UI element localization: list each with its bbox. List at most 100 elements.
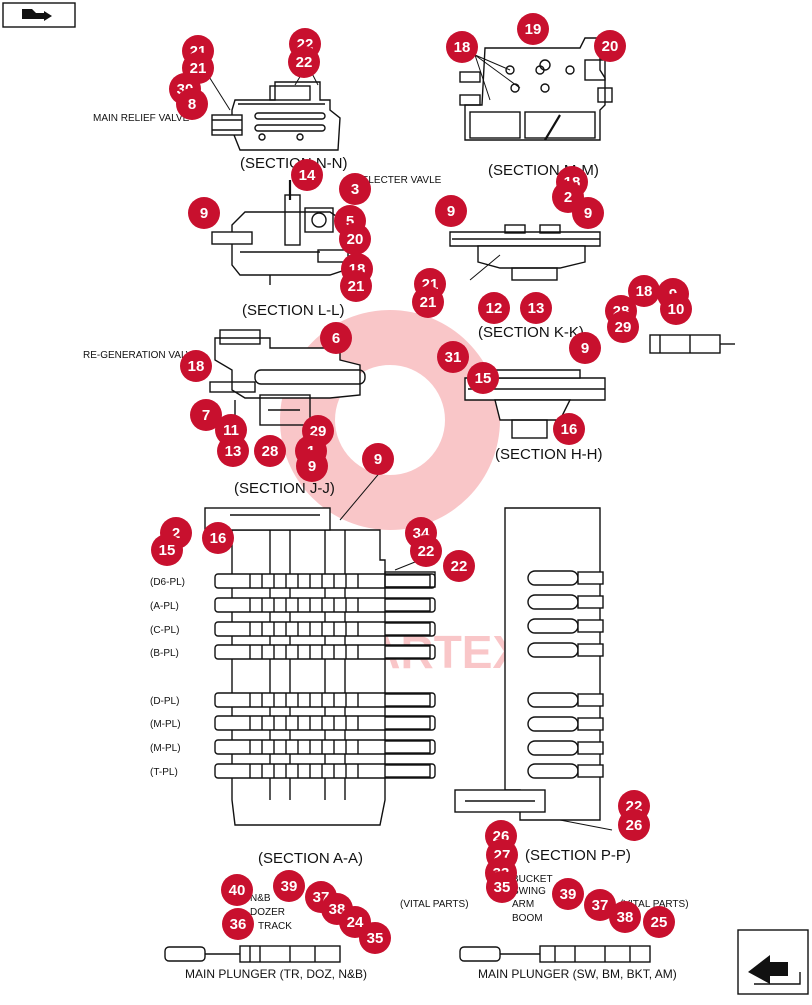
callout-badge[interactable]: 21 <box>412 286 444 318</box>
callout-badge[interactable]: 31 <box>437 341 469 373</box>
callout-badge[interactable]: 10 <box>660 293 692 325</box>
callout-number: 21 <box>348 278 365 295</box>
callout-number: 31 <box>445 349 462 366</box>
pp-port <box>527 618 604 634</box>
callout-badge[interactable]: 37 <box>584 889 616 921</box>
port-label: (M-PL) <box>150 743 181 754</box>
callout-badge[interactable]: 9 <box>188 197 220 229</box>
callouts: 2122213082219182014352018219182992121121… <box>151 13 692 954</box>
port-label: (D-PL) <box>150 696 179 707</box>
pp-port <box>527 716 604 732</box>
callout-number: 16 <box>561 421 578 438</box>
callout-badge[interactable]: 18 <box>446 31 478 63</box>
callout-badge[interactable]: 21 <box>340 270 372 302</box>
callout-badge[interactable]: 35 <box>486 871 518 903</box>
section-aa-drawing <box>204 469 436 826</box>
callout-number: 13 <box>225 443 242 460</box>
pp-port <box>527 692 604 708</box>
callout-number: 9 <box>374 451 382 468</box>
label-dozer: DOZER <box>250 907 285 918</box>
callout-badge[interactable]: 16 <box>553 413 585 445</box>
callout-badge[interactable]: 22 <box>410 535 442 567</box>
port-label: (D6-PL) <box>150 577 185 588</box>
callout-number: 26 <box>626 817 643 834</box>
callout-badge[interactable]: 22 <box>288 46 320 78</box>
callout-badge[interactable]: 29 <box>607 311 639 343</box>
callout-badge[interactable]: 15 <box>151 534 183 566</box>
callout-badge[interactable]: 38 <box>609 901 641 933</box>
callout-badge[interactable]: 28 <box>254 435 286 467</box>
callout-number: 21 <box>420 294 437 311</box>
label-vital-left: (VITAL PARTS) <box>400 899 469 910</box>
callout-number: 19 <box>525 21 542 38</box>
callout-badge[interactable]: 18 <box>180 350 212 382</box>
port-labels: (D6-PL)(A-PL)(C-PL)(B-PL)(D-PL)(M-PL)(M-… <box>150 577 185 778</box>
callout-badge[interactable]: 14 <box>291 159 323 191</box>
callout-badge[interactable]: 20 <box>594 30 626 62</box>
callout-number: 36 <box>230 916 247 933</box>
callout-badge[interactable]: 40 <box>221 874 253 906</box>
callout-badge[interactable]: 22 <box>443 550 475 582</box>
callout-number: 9 <box>200 205 208 222</box>
callout-badge[interactable]: 25 <box>643 906 675 938</box>
callout-badge[interactable]: 35 <box>359 922 391 954</box>
plunger-right-drawing <box>459 945 651 963</box>
callout-number: 13 <box>528 300 545 317</box>
callout-number: 8 <box>188 96 196 113</box>
port-label: (B-PL) <box>150 648 179 659</box>
spool-row <box>214 573 436 589</box>
callout-badge[interactable]: 6 <box>320 322 352 354</box>
label-nb: N&B <box>250 893 271 904</box>
callout-number: 14 <box>299 167 316 184</box>
callout-number: 39 <box>281 878 298 895</box>
callout-number: 35 <box>494 879 511 896</box>
callout-badge[interactable]: 8 <box>176 88 208 120</box>
callout-badge[interactable]: 13 <box>217 435 249 467</box>
callout-badge[interactable]: 9 <box>569 332 601 364</box>
callout-number: 20 <box>347 231 364 248</box>
callout-badge[interactable]: 39 <box>273 870 305 902</box>
callout-badge[interactable]: 3 <box>339 173 371 205</box>
callout-number: 9 <box>447 203 455 220</box>
spool-row <box>214 597 436 613</box>
callout-number: 40 <box>229 882 246 899</box>
callout-badge[interactable]: 9 <box>362 443 394 475</box>
callout-number: 12 <box>486 300 503 317</box>
section-title-jj: (SECTION J-J) <box>234 480 335 497</box>
callout-badge[interactable]: 15 <box>467 362 499 394</box>
callout-badge[interactable]: 20 <box>339 223 371 255</box>
label-arm: ARM <box>512 899 534 910</box>
callout-number: 10 <box>668 301 685 318</box>
callout-badge[interactable]: 16 <box>202 522 234 554</box>
port-label: (C-PL) <box>150 625 179 636</box>
callout-badge[interactable]: 9 <box>296 450 328 482</box>
callout-badge[interactable]: 12 <box>478 292 510 324</box>
section-title-ll: (SECTION L-L) <box>242 302 345 319</box>
callout-number: 18 <box>636 283 653 300</box>
section-kk-drawing <box>449 224 601 281</box>
label-bucket: BUCKET <box>512 874 553 885</box>
callout-badge[interactable]: 36 <box>222 908 254 940</box>
callout-badge[interactable]: 9 <box>435 195 467 227</box>
callout-badge[interactable]: 39 <box>552 878 584 910</box>
callout-badge[interactable]: 19 <box>517 13 549 45</box>
label-selector: SELECTER VAVLE <box>355 175 442 186</box>
pp-port <box>527 642 604 658</box>
callout-badge[interactable]: 26 <box>618 809 650 841</box>
spool-row <box>214 621 436 637</box>
callout-badge[interactable]: 13 <box>520 292 552 324</box>
callout-badge[interactable]: 9 <box>572 197 604 229</box>
pp-port <box>527 570 604 586</box>
callout-badge[interactable]: 7 <box>190 399 222 431</box>
callout-badge[interactable]: 18 <box>628 275 660 307</box>
callout-number: 20 <box>602 38 619 55</box>
callout-number: 15 <box>159 542 176 559</box>
callout-number: 6 <box>332 330 340 347</box>
book-arrow-icon[interactable] <box>2 2 76 28</box>
next-page-arrow-icon[interactable] <box>737 929 809 995</box>
callout-number: 9 <box>584 205 592 222</box>
section-title-pp: (SECTION P-P) <box>525 847 631 864</box>
callout-number: 24 <box>347 914 364 931</box>
callout-number: 5 <box>346 213 354 230</box>
